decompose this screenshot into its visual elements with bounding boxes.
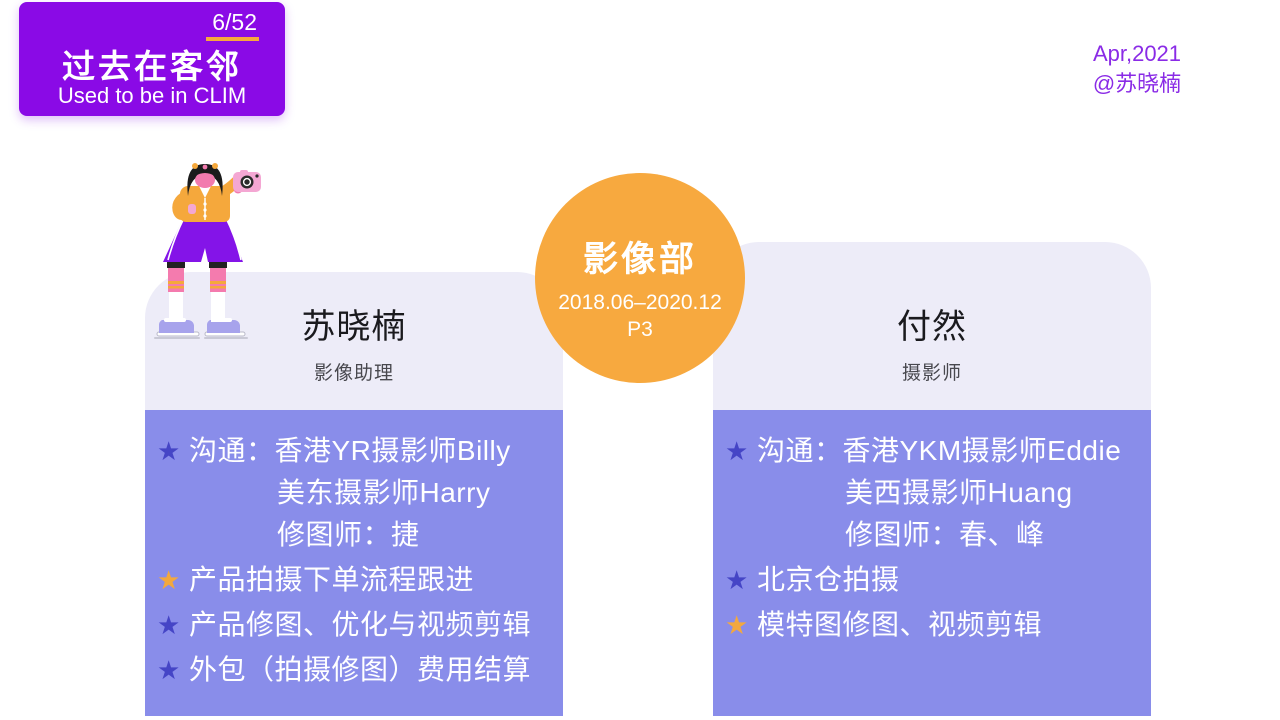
bullet-item: ★ 产品修图、优化与视频剪辑 [157,604,553,646]
bullet-line: 美西摄影师Huang [845,477,1073,508]
star-icon: ★ [157,610,181,640]
bullet-line: 北京仓拍摄 [757,564,900,595]
person-card-left: 苏晓楠 影像助理 ★ 沟通：香港YR摄影师Billy 美东摄影师Harry 修图师：捷… [145,272,563,716]
star-icon: ★ [157,565,181,595]
star-icon: ★ [157,655,181,685]
person-card-right-header: 付然 摄影师 [713,242,1151,410]
department-period: 2018.06–2020.12 [558,290,722,314]
bullet-item: ★ 产品拍摄下单流程跟进 [157,559,553,601]
sweater [180,186,230,222]
bullet-item: ★ 沟通：香港YR摄影师Billy 美东摄影师Harry 修图师：捷 [157,430,553,556]
shorts [163,212,243,262]
legs [167,260,227,322]
slide-title: 过去在客邻 [62,48,242,85]
title-box: 6/52 过去在客邻 Used to be in CLIM [19,2,285,116]
department-name: 影像部 [582,239,697,279]
girl-with-camera-illustration [154,163,261,339]
ground-line [154,337,200,339]
bullet-line: 美东摄影师Harry [277,477,491,508]
bullet-text: 沟通：香港YR摄影师Billy 美东摄影师Harry 修图师：捷 [189,430,511,556]
head [187,163,223,196]
bullet-line: 修图师：捷 [277,519,420,550]
bullet-item: ★ 沟通：香港YKM摄影师Eddie 美西摄影师Huang 修图师：春、峰 [725,430,1141,556]
star-icon: ★ [725,436,749,466]
slide-meta: Apr,2021 @苏晓楠 [1052,39,1222,99]
bullet-item: ★ 模特图修图、视频剪辑 [725,604,1141,646]
star-icon: ★ [725,565,749,595]
bullet-line: 沟通：香港YR摄影师Billy [189,435,511,466]
meta-author: @苏晓楠 [1092,71,1182,96]
person-role: 影像助理 [313,363,394,384]
slide-subtitle: Used to be in CLIM [57,83,247,108]
person-card-right-body: ★ 沟通：香港YKM摄影师Eddie 美西摄影师Huang 修图师：春、峰 ★ 北京仓拍摄… [713,410,1151,716]
bullet-list: ★ 沟通：香港YKM摄影师Eddie 美西摄影师Huang 修图师：春、峰 ★ 北京仓拍摄… [725,430,1141,646]
bullet-line: 模特图修图、视频剪辑 [757,609,1043,640]
department-badge: 影像部 2018.06–2020.12 P3 [535,173,745,383]
person-name: 付然 [897,308,967,346]
bullet-text: 沟通：香港YKM摄影师Eddie 美西摄影师Huang 修图师：春、峰 [757,430,1121,556]
bullet-text: 产品拍摄下单流程跟进 [189,559,474,601]
bullet-line: 产品拍摄下单流程跟进 [189,564,475,595]
bullet-line: 沟通：香港YKM摄影师Eddie [757,435,1122,466]
meta-date: Apr,2021 [1092,41,1182,66]
department-level: P3 [627,317,653,341]
hand [188,204,196,214]
bullet-line: 产品修图、优化与视频剪辑 [189,609,532,640]
camera-icon [233,170,261,194]
person-name: 苏晓楠 [301,308,407,346]
bullet-line: 修图师：春、峰 [845,519,1045,550]
bullet-text: 外包（拍摄修图）费用结算 [189,649,531,691]
ground-line [204,337,248,339]
page-indicator-underline [206,37,259,41]
bullet-list: ★ 沟通：香港YR摄影师Billy 美东摄影师Harry 修图师：捷 ★ 产品拍摄下单流程… [157,430,553,691]
bullet-item: ★ 北京仓拍摄 [725,559,1141,601]
page-indicator: 6/52 [212,9,257,35]
person-card-left-body: ★ 沟通：香港YR摄影师Billy 美东摄影师Harry 修图师：捷 ★ 产品拍摄下单流程… [145,410,563,716]
bullet-item: ★ 外包（拍摄修图）费用结算 [157,649,553,691]
bullet-text: 模特图修图、视频剪辑 [757,604,1042,646]
star-icon: ★ [157,436,181,466]
person-card-right: 付然 摄影师 ★ 沟通：香港YKM摄影师Eddie 美西摄影师Huang 修图师：春、… [713,242,1151,716]
bullet-text: 北京仓拍摄 [757,559,900,601]
star-icon: ★ [725,610,749,640]
person-role: 摄影师 [901,363,962,384]
bullet-line: 外包（拍摄修图）费用结算 [189,654,532,685]
bullet-text: 产品修图、优化与视频剪辑 [189,604,531,646]
